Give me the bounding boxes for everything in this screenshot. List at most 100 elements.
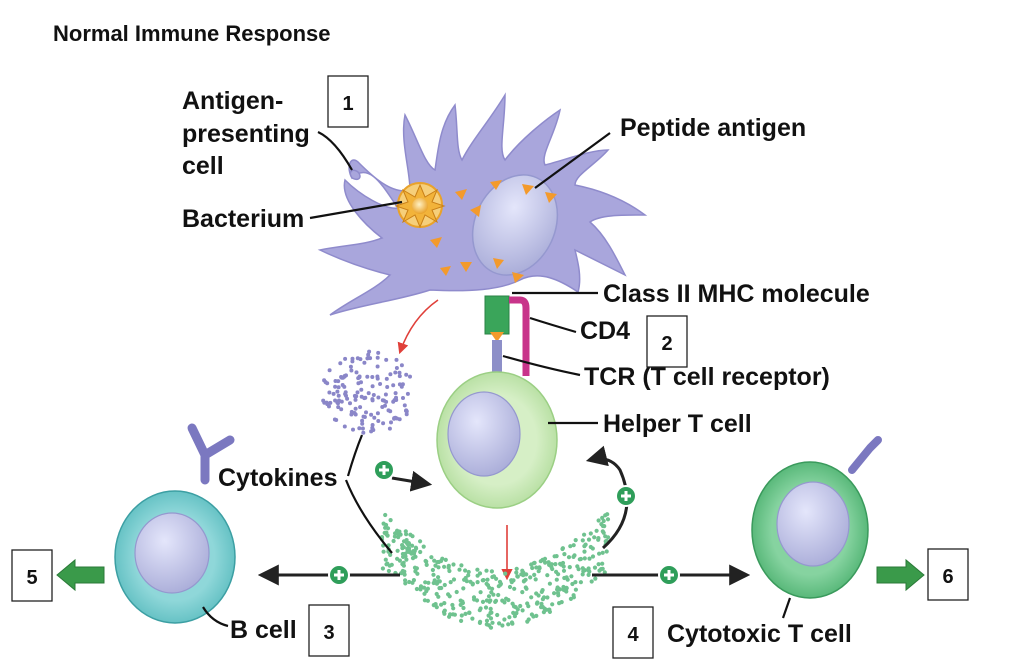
cytokine-dot [597, 568, 602, 573]
cytokine-dot [343, 392, 348, 396]
cytokine-dot [339, 399, 344, 404]
cytokine-dot [360, 418, 365, 423]
cytokine-dot [357, 426, 362, 431]
cytokine-dot [396, 535, 401, 540]
plus-icon [658, 564, 680, 586]
cytokine-dot [412, 565, 418, 570]
cytokine-dot [402, 572, 407, 577]
cytokine-dot [514, 611, 519, 616]
cytokine-dot [439, 585, 444, 591]
cytokine-dot [450, 602, 455, 608]
cytokine-dot [370, 425, 375, 430]
cytokine-dot [403, 578, 408, 583]
cytokine-dot [451, 606, 456, 611]
cytokine-dot [388, 518, 393, 523]
cytotoxic-t-receptor [848, 436, 882, 474]
cytokine-dot [344, 373, 348, 378]
apc-process-tip [349, 169, 361, 181]
cytokine-dot [567, 565, 572, 570]
cytokine-dot [600, 561, 605, 566]
cytokine-dot [605, 517, 611, 522]
cytokine-dot [345, 396, 350, 401]
cytokine-dot [578, 580, 584, 585]
cytokine-dot [530, 565, 535, 571]
green-arrows [56, 558, 925, 592]
cytokine-dot [497, 579, 503, 584]
cytokine-dot [534, 591, 539, 596]
label-tcr: TCR (T cell receptor) [584, 363, 830, 391]
cytokine-dot [333, 379, 338, 383]
cytokine-dot [388, 552, 393, 558]
cytokine-dot [541, 595, 547, 600]
cytokine-dot [546, 560, 551, 565]
cytokine-dot [349, 412, 354, 417]
cytokine-dot [393, 370, 398, 375]
cytokine-dot [588, 531, 593, 536]
cytokine-dot [383, 392, 388, 397]
cytokine-dot [582, 549, 587, 554]
cytokine-dot [397, 417, 402, 422]
cytokine-dot [418, 549, 423, 555]
b-cell-nucleus [134, 512, 210, 594]
label-helper-t: Helper T cell [603, 410, 752, 438]
cytokine-dot [342, 384, 347, 389]
cytokine-dot [404, 557, 409, 562]
cytokine-dot [375, 364, 380, 369]
cytokine-dot [478, 590, 483, 595]
cytokine-dot [549, 562, 554, 567]
cytokine-dot [543, 560, 548, 565]
cytokine-dot [570, 581, 575, 587]
cytokine-dot [590, 554, 596, 559]
cytokine-dot [448, 580, 453, 585]
cytokine-dot [534, 613, 539, 619]
cytokine-dot [560, 546, 566, 551]
cytokine-dot [399, 571, 404, 576]
cytokine-dot [539, 589, 544, 595]
cytokine-dot [366, 391, 371, 396]
cytokine-dot [348, 401, 352, 406]
cytokine-dot [410, 543, 415, 548]
cytokine-dot [573, 580, 578, 585]
cytokine-dot [405, 549, 410, 554]
cytokine-dot [556, 572, 561, 577]
cytokine-dot [484, 581, 489, 586]
arrow-cytokines-to-helper [391, 470, 433, 492]
cytokine-dot [562, 575, 567, 581]
cytokine-dot [451, 577, 457, 582]
cytokine-dot [375, 411, 380, 416]
cytokine-dot [431, 572, 436, 577]
cytokine-dot [339, 375, 344, 379]
cytokine-dot [566, 555, 572, 560]
cytokine-dot [386, 568, 391, 574]
cytokine-dot [401, 396, 405, 400]
cytokine-dot [388, 372, 393, 377]
cytokine-dot [538, 559, 543, 564]
cytokine-dot [600, 566, 605, 571]
cytokine-dot [475, 580, 480, 585]
cytokine-dot [547, 609, 553, 615]
cytokine-dot [495, 612, 500, 618]
cytokine-dot [571, 593, 576, 598]
cytokine-dot [380, 398, 385, 403]
cytokine-dot [423, 580, 428, 585]
cytokine-dot [524, 586, 529, 591]
cytokine-dot [422, 591, 427, 596]
cytokine-dot [511, 610, 516, 616]
cytokine-dot [339, 407, 344, 412]
cytokine-dot [602, 570, 607, 575]
cytokine-dot [353, 406, 358, 411]
cytokine-dot [362, 360, 367, 365]
cytokine-dot [321, 398, 326, 403]
cytokine-dot [389, 420, 393, 425]
number-boxes: 1 2 3 4 5 6 [11, 75, 969, 659]
cytokine-dot [588, 544, 593, 550]
cytokine-dot [593, 576, 598, 581]
cytokine-dot [442, 611, 447, 616]
cytokine-dot [446, 565, 451, 570]
number-box-3: 3 [308, 604, 350, 657]
cytokine-dot [545, 573, 550, 578]
cytokine-dot [394, 395, 398, 400]
cytokine-dot [372, 415, 377, 420]
cytokine-dot [600, 550, 605, 555]
cytokine-dot [386, 408, 391, 413]
